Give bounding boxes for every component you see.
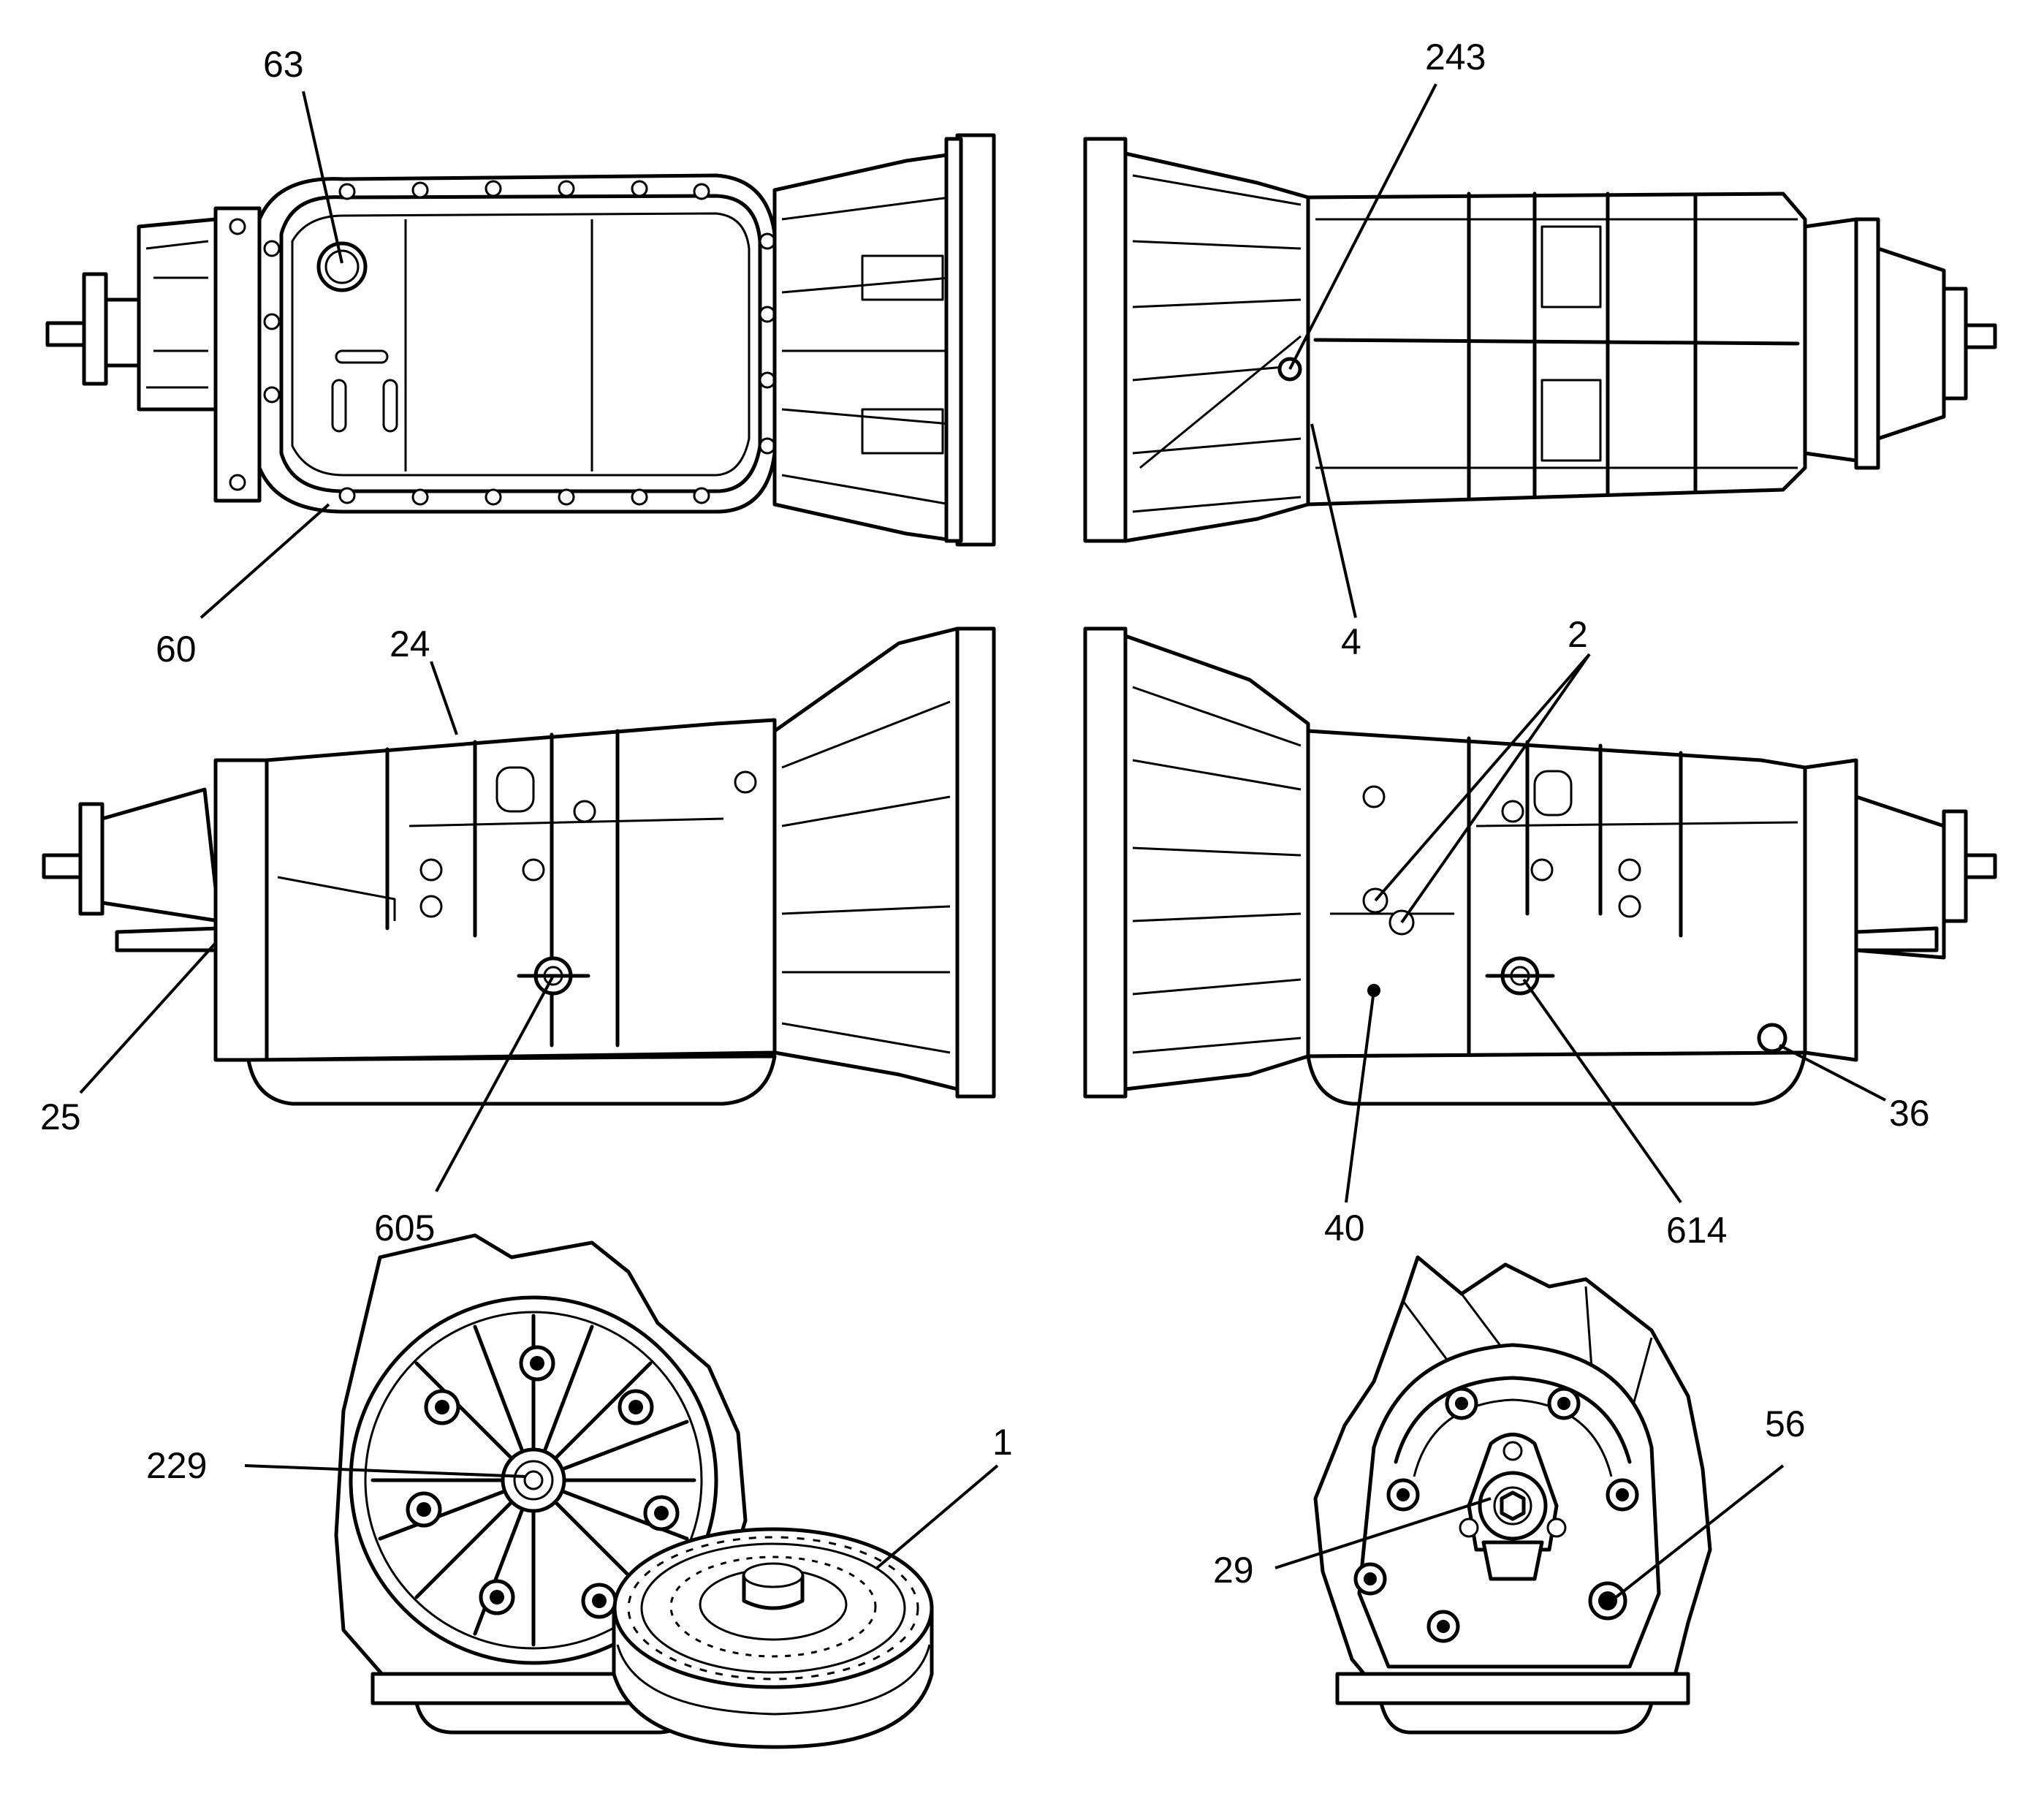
callout-4: 4 [1341,621,1361,662]
callout-40: 40 [1324,1208,1365,1248]
callout-63: 63 [263,44,304,85]
callout-labels: 63 243 60 4 24 2 25 36 605 40 614 229 1 … [40,37,1930,1591]
callout-24: 24 [390,624,430,664]
left-side-view [42,626,996,1106]
front-view [334,1233,934,1749]
callout-614: 614 [1666,1210,1727,1251]
callout-25: 25 [40,1096,81,1137]
top-view [1083,137,1997,543]
leader-lines [79,83,1886,1602]
torque-converter [612,1527,934,1749]
callout-1: 1 [992,1422,1013,1463]
callout-29: 29 [1213,1550,1254,1591]
bottom-view [45,133,996,547]
callout-60: 60 [156,629,197,670]
callout-56: 56 [1765,1403,1806,1444]
callout-229: 229 [146,1445,207,1486]
callout-2: 2 [1568,614,1588,655]
callout-243: 243 [1425,37,1486,77]
callout-605: 605 [374,1208,435,1248]
right-side-view [1083,626,1997,1106]
callout-36: 36 [1889,1093,1930,1134]
rear-view [1313,1255,1712,1735]
